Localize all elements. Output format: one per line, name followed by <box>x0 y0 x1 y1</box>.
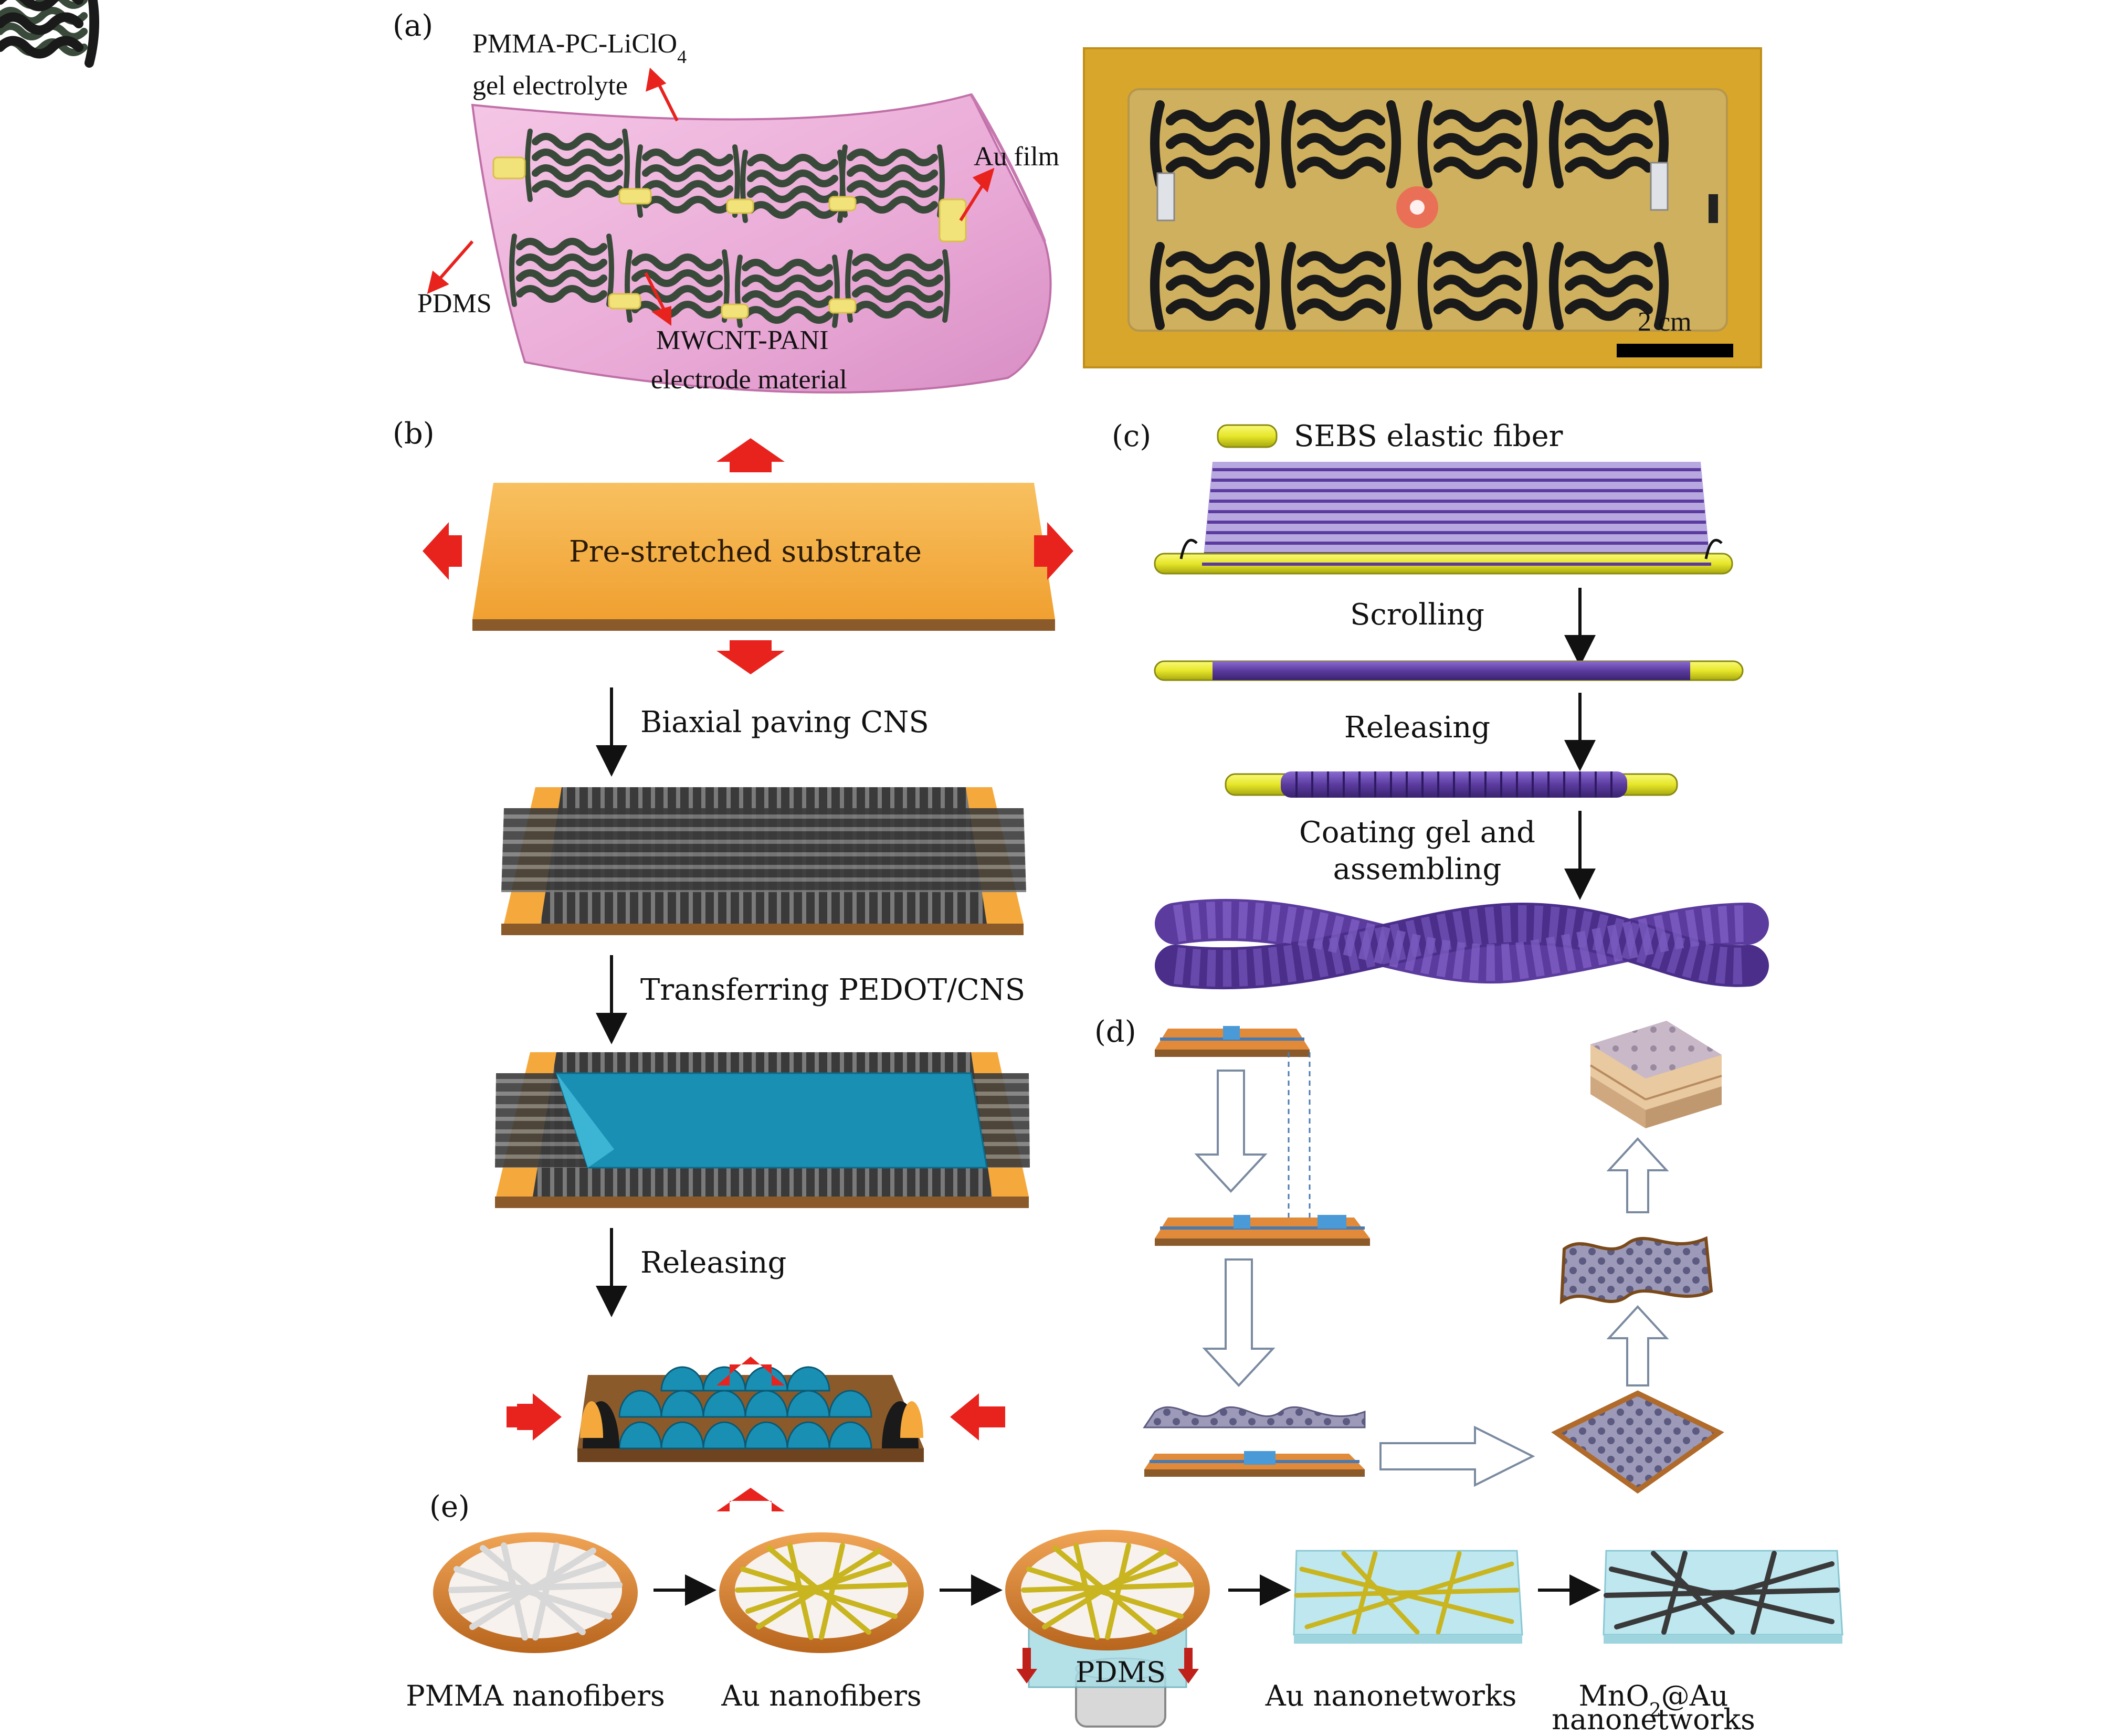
d-slab-1 <box>1155 1026 1310 1057</box>
wrinkled-device <box>577 1366 924 1462</box>
d-hollow-arrow-3 <box>1379 1425 1535 1487</box>
compress-arrows <box>507 1357 1005 1511</box>
ring-au <box>719 1532 924 1653</box>
d-slab-2 <box>1155 1215 1370 1246</box>
cns-substrate <box>501 787 1026 935</box>
caption-mno2-line1: MnO2@Au <box>1578 1679 1728 1721</box>
panel-e: (e) <box>406 1490 1843 1736</box>
device-photo: 2 cm <box>0 0 1762 368</box>
panel-e-tag: (e) <box>429 1490 470 1524</box>
d-hollow-arrow-1 <box>1194 1070 1268 1193</box>
label-pdms: PDMS <box>417 289 492 319</box>
au-connectors <box>492 156 967 319</box>
step-scrolling: Scrolling <box>1350 598 1484 632</box>
panel-a-tag: (a) <box>393 9 433 43</box>
caption-pmma: PMMA nanofibers <box>406 1679 665 1712</box>
label-electrode-material: electrode material <box>651 365 847 395</box>
step-assembling: assembling <box>1333 852 1502 886</box>
step-releasing-b: Releasing <box>640 1246 786 1280</box>
label-mwcnt: MWCNT-PANI <box>656 325 828 355</box>
d-mesh-flat <box>1551 1390 1724 1494</box>
panel-b-tag: (b) <box>393 417 435 451</box>
square-mno2-network <box>1603 1550 1843 1644</box>
stretch-arrows <box>423 438 1073 674</box>
d-hollow-arrow-5 <box>1606 1137 1669 1213</box>
step-transferring: Transferring PEDOT/CNS <box>640 973 1025 1007</box>
pre-stretched-substrate: Pre-stretched substrate <box>472 483 1055 631</box>
caption-au-nanofibers: Au nanofibers <box>721 1679 921 1712</box>
caption-mno2-line2: nanonetworks <box>1552 1703 1755 1736</box>
d-slab-3 <box>1143 1406 1366 1477</box>
panel-d-tag: (d) <box>1094 1015 1136 1049</box>
sebs-legend-label: SEBS elastic fiber <box>1294 419 1563 453</box>
panel-a: (a) <box>0 0 1762 395</box>
square-au-network <box>1293 1550 1523 1644</box>
d-hollow-arrow-2 <box>1202 1258 1276 1387</box>
twisted-fiber-assembly <box>1155 898 1769 990</box>
panel-c-tag: (c) <box>1112 419 1151 453</box>
panel-c: (c) SEBS elastic fiber Scrolling <box>1112 419 1769 990</box>
d-mesh-wavy <box>1559 1236 1713 1305</box>
pdms-label: PDMS <box>1076 1656 1166 1689</box>
ring-pdms-transfer: PDMS <box>1005 1530 1210 1728</box>
label-au-film: Au film <box>974 142 1059 172</box>
step-biaxial-paving: Biaxial paving CNS <box>640 705 929 739</box>
released-fiber <box>1225 771 1678 798</box>
label-electrolyte: PMMA-PC-LiClO4 <box>472 29 687 67</box>
panel-b: (b) Pre-stretched substrate Biaxial pavi… <box>393 417 1073 1511</box>
substrate-label: Pre-stretched substrate <box>569 535 922 569</box>
ring-pmma <box>433 1532 638 1653</box>
d-stacked-device <box>1589 1021 1722 1128</box>
scrolled-fiber <box>1154 660 1744 681</box>
step-releasing-c: Releasing <box>1344 711 1490 745</box>
pedot-substrate <box>495 1052 1030 1208</box>
d-hollow-arrow-4 <box>1606 1305 1669 1386</box>
scale-bar-label: 2 cm <box>1638 307 1692 337</box>
annotation-arrows <box>427 67 995 326</box>
sebs-legend-swatch <box>1217 424 1278 448</box>
step-coating-gel: Coating gel and <box>1299 816 1535 850</box>
panel-d: (d) <box>1094 1015 1724 1494</box>
caption-au-nanonetworks: Au nanonetworks <box>1265 1679 1517 1712</box>
label-gel-electrolyte: gel electrolyte <box>472 71 628 101</box>
fiber-winding <box>1154 462 1733 575</box>
